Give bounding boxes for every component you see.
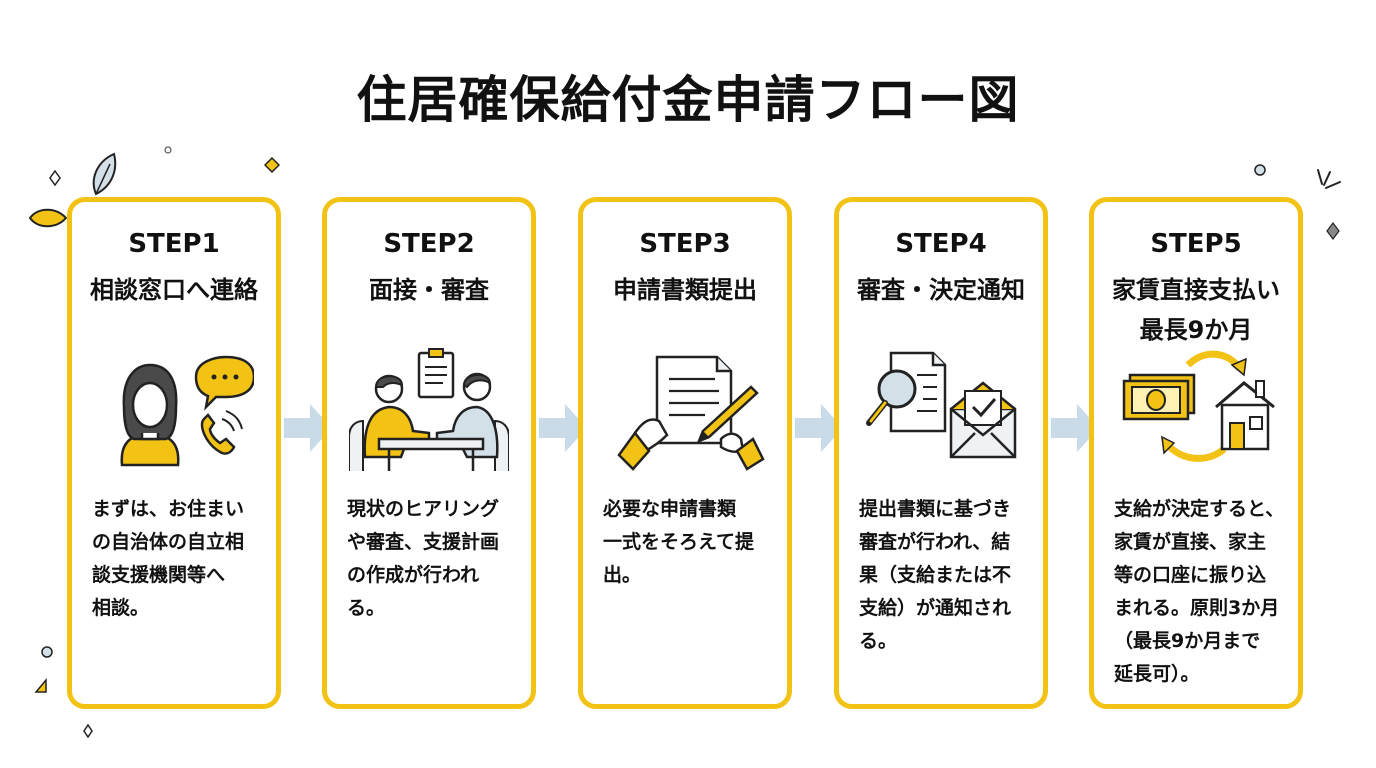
person-phone-icon bbox=[120, 355, 254, 467]
interview-icon bbox=[349, 348, 509, 471]
step-description: 提出書類に基づき 審査が行われ、結 果（支給または不 支給）が通知され る。 bbox=[859, 498, 1012, 652]
step-description: まずは、お住まい の自治体の自立相 談支援機関等へ 相談。 bbox=[92, 498, 245, 619]
page-title: 住居確保給付金申請フロー図 bbox=[356, 71, 1020, 129]
step-card-3: STEP3 申請書類提出 必要な申請書類 一式をそろえて提 出。 bbox=[578, 197, 792, 709]
money-house-icon bbox=[1122, 350, 1275, 462]
step-title: 相談窓口へ連絡 bbox=[90, 276, 258, 304]
sparkle-icon bbox=[1254, 164, 1266, 176]
step-description: 必要な申請書類 一式をそろえて提 出。 bbox=[603, 498, 755, 586]
sparkle-icon bbox=[34, 678, 47, 693]
step-label: STEP2 bbox=[383, 229, 475, 259]
sparkle-icon bbox=[41, 646, 53, 658]
step-description: 支給が決定すると、 家賃が直接、家主 等の口座に振り込 まれる。原則3か月 （最… bbox=[1114, 498, 1285, 685]
step-card-1: STEP1 相談窓口へ連絡 まずは、お住まい の自治体の自立相 談支援機関等へ … bbox=[67, 197, 281, 709]
step-label: STEP4 bbox=[895, 229, 987, 259]
arrow-right-icon bbox=[1051, 404, 1099, 452]
step-card-2: STEP2 面接・審査 現状のヒアリング や審査、支援計画 の作成が行われ る。 bbox=[322, 197, 536, 709]
sparkle-icon bbox=[264, 157, 280, 173]
sparkle-icon bbox=[164, 146, 172, 154]
step-card-4: STEP4 審査・決定通知 提出書類に基づき 審査が行われ、結 果（支給または不… bbox=[834, 197, 1048, 709]
sparkle-icon bbox=[49, 170, 61, 186]
sparkle-icon bbox=[1326, 222, 1340, 240]
leaf-icon bbox=[92, 152, 117, 196]
sparkle-icon bbox=[1317, 169, 1341, 189]
review-notice-icon bbox=[866, 351, 1017, 459]
step-title: 家賃直接支払い 最長9か月 bbox=[1112, 276, 1280, 344]
arrow-right-icon bbox=[284, 404, 332, 452]
step-label: STEP3 bbox=[639, 229, 731, 259]
step-title: 申請書類提出 bbox=[613, 276, 757, 304]
step-label: STEP1 bbox=[128, 229, 220, 259]
step-title: 審査・決定通知 bbox=[857, 276, 1025, 304]
arrow-right-icon bbox=[795, 404, 843, 452]
step-label: STEP5 bbox=[1150, 229, 1242, 259]
document-sign-icon bbox=[617, 355, 765, 471]
step-title: 面接・審査 bbox=[369, 276, 489, 304]
sparkle-icon bbox=[83, 724, 93, 738]
step-description: 現状のヒアリング や審査、支援計画 の作成が行われ る。 bbox=[347, 498, 500, 619]
leaf-icon bbox=[28, 208, 68, 228]
arrow-right-icon bbox=[539, 404, 587, 452]
step-card-5: STEP5 家賃直接支払い 最長9か月 支給が決定すると、 家賃が直接、家主 等… bbox=[1089, 197, 1303, 709]
